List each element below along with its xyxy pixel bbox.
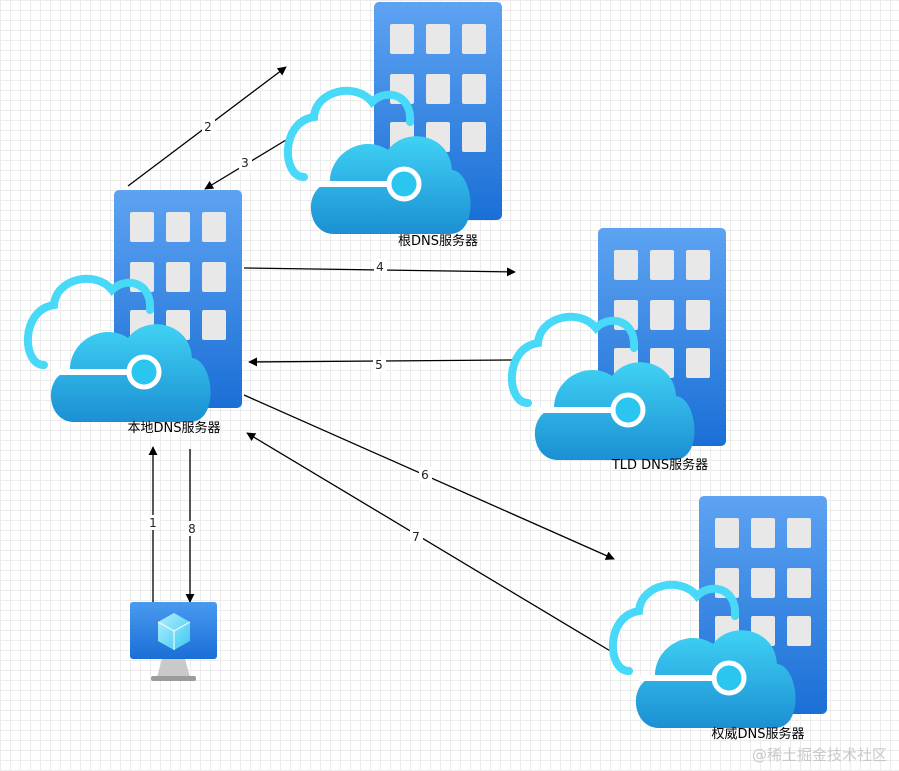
authoritative-dns-server-node: 权威DNS服务器 <box>613 496 827 742</box>
edge-2-label: 2 <box>204 120 212 134</box>
cloud-building-icon <box>512 228 726 460</box>
edge-1-label: 1 <box>149 516 157 530</box>
edge-4-label: 4 <box>376 260 384 274</box>
tld-dns-server-node: TLD DNS服务器 <box>512 228 726 473</box>
edge-7-line <box>246 432 613 653</box>
tld-dns-server-label: TLD DNS服务器 <box>611 457 708 473</box>
edge-8-label: 8 <box>188 522 196 536</box>
monitor-cube-icon <box>130 602 217 681</box>
root-dns-server-node: 根DNS服务器 <box>288 2 502 249</box>
cloud-building-icon <box>288 2 502 234</box>
edge-6-label: 6 <box>421 468 429 482</box>
edge-7-label: 7 <box>412 530 420 544</box>
root-dns-server-label: 根DNS服务器 <box>398 233 478 249</box>
cloud-building-icon <box>28 190 242 422</box>
edge-labels: 2 3 4 5 6 7 1 8 <box>147 119 432 544</box>
cloud-building-icon <box>613 496 827 728</box>
local-dns-server-label: 本地DNS服务器 <box>128 420 221 436</box>
client-node <box>130 602 217 681</box>
edge-3-label: 3 <box>241 156 249 170</box>
edge-5-label: 5 <box>375 358 383 372</box>
authoritative-dns-server-label: 权威DNS服务器 <box>712 726 805 742</box>
local-dns-server-node: 本地DNS服务器 <box>28 190 242 436</box>
watermark: @稀土掘金技术社区 <box>751 746 887 764</box>
